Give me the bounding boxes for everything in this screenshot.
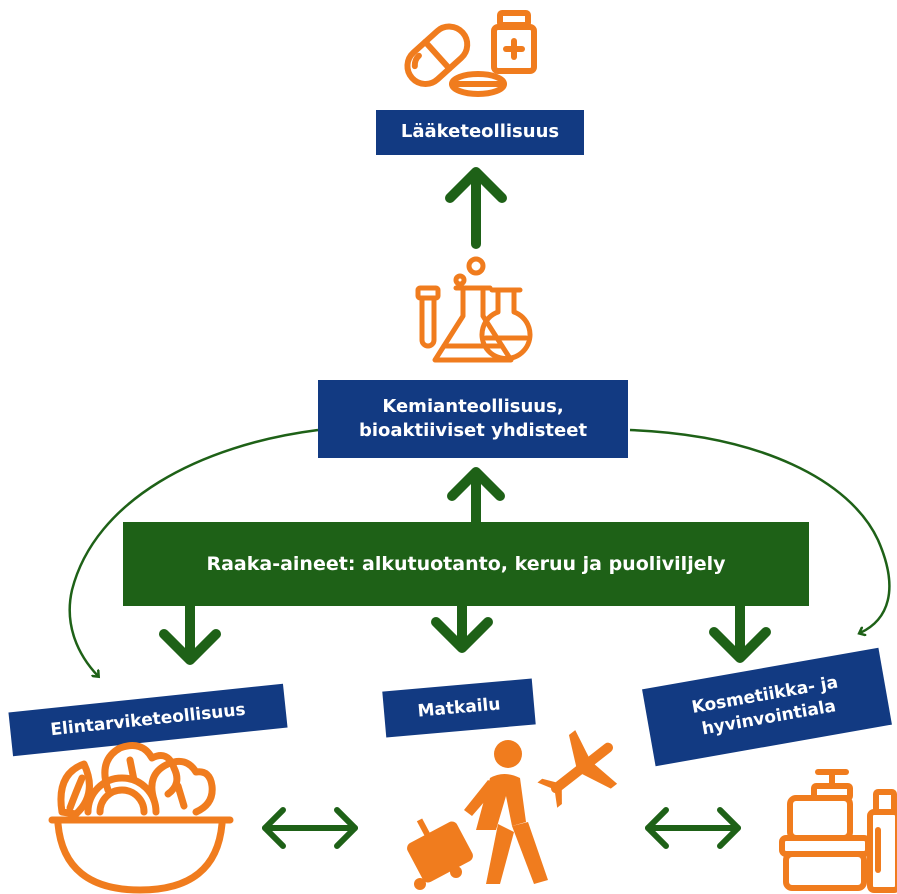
tourism-label: Matkailu — [382, 678, 536, 738]
arrow-to-chemical — [447, 467, 505, 527]
cosmetics-label: Kosmetiikka- ja hyvinvointiala — [642, 647, 892, 767]
tourism-label-text: Matkailu — [416, 693, 502, 722]
chemical-label-line1: Kemianteollisuus, — [382, 395, 564, 417]
double-arrow-food-tourism — [262, 807, 358, 849]
raw-materials-bar: Raaka-aineet: alkutuotanto, keruu ja puo… — [123, 522, 809, 606]
chemical-label-line2: bioaktiiviset yhdisteet — [358, 420, 588, 441]
pharma-label: Lääketeollisuus — [376, 110, 584, 155]
arrow-to-pharma — [445, 167, 507, 249]
food-label: Elintarviketeollisuus — [8, 683, 288, 757]
pharma-label-text: Lääketeollisuus — [400, 121, 560, 143]
chemical-label: Kemianteollisuus, bioaktiiviset yhdistee… — [318, 380, 628, 458]
raw-materials-text: Raaka-aineet: alkutuotanto, keruu ja puo… — [206, 553, 726, 575]
double-arrow-tourism-cosmetics — [645, 807, 741, 849]
arrow-to-cosmetics — [709, 600, 771, 663]
arrow-to-food — [159, 600, 221, 665]
food-label-text: Elintarviketeollisuus — [49, 699, 247, 740]
arrow-to-tourism — [431, 600, 493, 653]
